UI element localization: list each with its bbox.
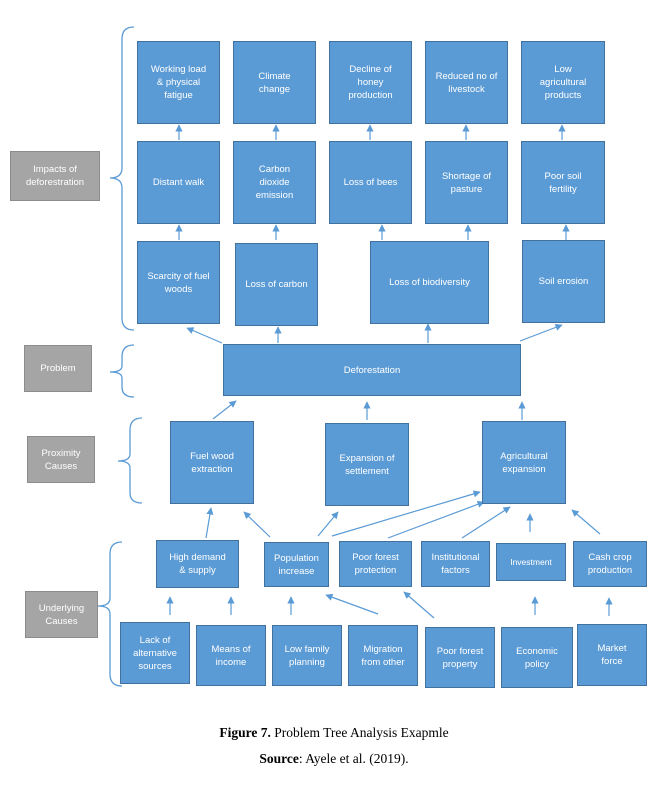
- cause-poor-forest-property: Poor forest property: [425, 627, 495, 688]
- arrow-demand-to-fuelwood: [205, 507, 214, 539]
- brace-impacts: [109, 26, 135, 331]
- cause-migration: Migration from other: [348, 625, 418, 686]
- arrow-cashcrop-to-agri: [571, 509, 601, 535]
- cause-fuel-wood-extraction: Fuel wood extraction: [170, 421, 254, 504]
- source-label: Source: [259, 751, 299, 766]
- cause-agricultural-expansion: Agricultural expansion: [482, 421, 566, 504]
- impact-reduced-livestock: Reduced no of livestock: [425, 41, 508, 124]
- cause-economic-policy: Economic policy: [501, 627, 573, 688]
- arrow-migration-to-population: [325, 593, 379, 615]
- category-impacts: Impacts of deforestration: [10, 151, 100, 201]
- impact-fuelwood-scarcity: Scarcity of fuel woods: [137, 241, 220, 324]
- cause-means-of-income: Means of income: [196, 625, 266, 686]
- impact-soil-erosion: Soil erosion: [522, 240, 605, 323]
- brace-proximity: [117, 417, 143, 504]
- figure-caption: Figure 7. Problem Tree Analysis Exapmle: [0, 725, 668, 741]
- impact-poor-soil: Poor soil fertility: [521, 141, 605, 224]
- figure-source: Source: Ayele et al. (2019).: [0, 751, 668, 767]
- impact-working-load: Working load & physical fatigue: [137, 41, 220, 124]
- arrow-population-to-settlement: [317, 511, 339, 537]
- cause-settlement-expansion: Expansion of settlement: [325, 423, 409, 506]
- cause-lack-alternative-sources: Lack of alternative sources: [120, 622, 190, 684]
- cause-poor-forest-protection: Poor forest protection: [339, 541, 412, 587]
- arrow-population-to-agri: [331, 490, 481, 537]
- category-problem: Problem: [24, 345, 92, 392]
- problem-deforestation: Deforestation: [223, 344, 521, 396]
- arrow-institutional-to-agri: [461, 506, 511, 539]
- cause-institutional-factors: Institutional factors: [421, 541, 490, 587]
- impact-loss-of-biodiversity: Loss of biodiversity: [370, 241, 489, 324]
- impact-loss-of-carbon: Loss of carbon: [235, 243, 318, 326]
- source-text: : Ayele et al. (2019).: [298, 751, 409, 766]
- impact-pasture-shortage: Shortage of pasture: [425, 141, 508, 224]
- figure-label: Figure 7.: [219, 725, 271, 740]
- impact-co2-emission: Carbon dioxide emission: [233, 141, 316, 224]
- category-proximity-causes: Proximity Causes: [27, 436, 95, 483]
- cause-high-demand-supply: High demand & supply: [156, 540, 239, 588]
- cause-investment: Investment: [496, 543, 566, 581]
- brace-underlying: [97, 541, 123, 687]
- arrow-deforestation-to-erosion: [519, 323, 563, 342]
- impact-climate-change: Climate change: [233, 41, 316, 124]
- arrow-property-to-protection: [403, 591, 435, 619]
- impact-low-agri-products: Low agricultural products: [521, 41, 605, 124]
- arrow-deforestation-to-scarcity: [186, 327, 223, 344]
- arrow-fuelwood-to-deforestation: [212, 400, 237, 420]
- cause-population-increase: Population increase: [264, 542, 329, 587]
- cause-market-force: Market force: [577, 624, 647, 686]
- cause-cash-crop-production: Cash crop production: [573, 541, 647, 587]
- arrow-protection-to-agri: [387, 500, 485, 539]
- impact-distant-walk: Distant walk: [137, 141, 220, 224]
- category-underlying-causes: Underlying Causes: [25, 591, 98, 638]
- impact-honey-decline: Decline of honey production: [329, 41, 412, 124]
- figure-title: Problem Tree Analysis Exapmle: [270, 725, 449, 740]
- arrow-population-to-fuelwood: [243, 511, 271, 538]
- cause-low-family-planning: Low family planning: [272, 625, 342, 686]
- brace-problem: [109, 344, 135, 398]
- impact-loss-of-bees: Loss of bees: [329, 141, 412, 224]
